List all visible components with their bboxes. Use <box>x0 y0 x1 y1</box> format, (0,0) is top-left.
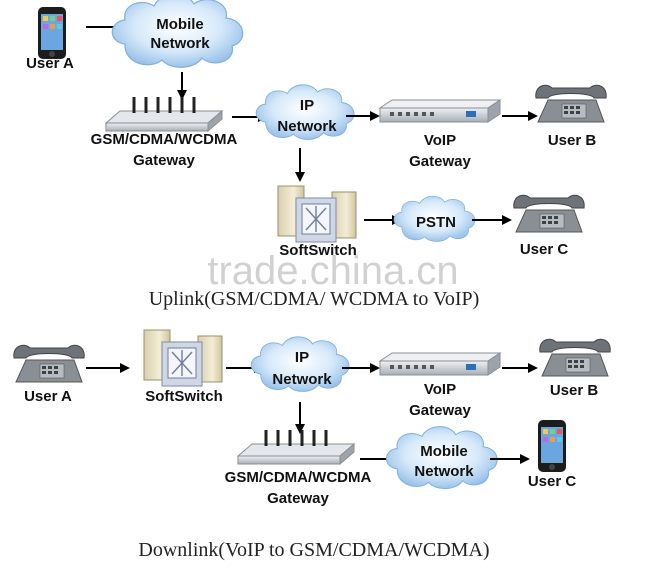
softswitch-server-icon <box>143 329 223 387</box>
downlink-ip-network-line1: IP <box>295 349 309 366</box>
downlink-gsm-gateway-line1: GSM/CDMA/WCDMA <box>225 469 372 486</box>
uplink-gsm-gateway-line1: GSM/CDMA/WCDMA <box>91 131 238 148</box>
downlink-mobile-network-line1: Mobile <box>420 443 468 460</box>
softswitch-server-icon <box>277 185 357 243</box>
uplink-mobile-network-line2: Network <box>150 35 210 52</box>
downlink-user-a-label: User A <box>24 388 72 405</box>
desk-phone-icon <box>513 194 585 233</box>
downlink-diagram: User A SoftSwitch IP Network VoIP Gatewa… <box>13 329 611 561</box>
voip-gateway-icon <box>379 99 501 123</box>
downlink-gsm-gateway-line2: Gateway <box>267 490 329 507</box>
downlink-caption: Downlink(VoIP to GSM/CDMA/WCDMA) <box>138 539 489 561</box>
uplink-user-b-label: User B <box>548 132 597 149</box>
desk-phone-icon <box>13 344 85 383</box>
cloud-icon <box>111 0 244 68</box>
uplink-caption: Uplink(GSM/CDMA/ WCDMA to VoIP) <box>149 288 480 310</box>
uplink-ip-network-line1: IP <box>300 97 314 114</box>
downlink-user-b-label: User B <box>550 382 599 399</box>
uplink-pstn-label: PSTN <box>416 214 456 231</box>
watermark-text: trade.china.cn <box>207 249 458 293</box>
gsm-gateway-icon <box>236 428 356 466</box>
downlink-ip-network-line2: Network <box>272 371 332 388</box>
downlink-user-c-label: User C <box>528 473 577 490</box>
uplink-user-a-label: User A <box>26 55 74 72</box>
uplink-diagram: User A Mobile Network GSM/CDMA/WCDMA Gat… <box>26 0 607 310</box>
downlink-softswitch-label: SoftSwitch <box>145 388 223 405</box>
desk-phone-icon <box>539 338 611 377</box>
desk-phone-icon <box>535 84 607 123</box>
uplink-gsm-gateway-line2: Gateway <box>133 152 195 169</box>
downlink-mobile-network-line2: Network <box>414 463 474 480</box>
uplink-voip-gateway-line1: VoIP <box>424 132 456 149</box>
uplink-voip-gateway-line2: Gateway <box>409 153 471 170</box>
uplink-ip-network-line2: Network <box>277 118 337 135</box>
downlink-voip-gateway-line2: Gateway <box>409 402 471 419</box>
mobile-phone-icon <box>538 420 566 472</box>
uplink-softswitch-label: SoftSwitch <box>279 242 357 259</box>
uplink-mobile-network-line1: Mobile <box>156 16 204 33</box>
voip-gateway-icon <box>379 352 501 376</box>
uplink-user-c-label: User C <box>520 241 569 258</box>
gsm-gateway-icon <box>104 95 224 133</box>
downlink-voip-gateway-line1: VoIP <box>424 381 456 398</box>
mobile-phone-icon <box>38 7 66 59</box>
